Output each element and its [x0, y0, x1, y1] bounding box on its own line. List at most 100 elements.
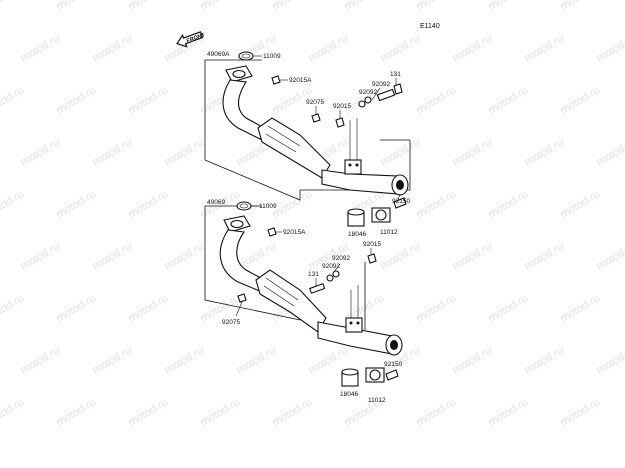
- watermark-text: motod.ru: [378, 32, 422, 64]
- watermark-text: motod.ru: [0, 292, 26, 324]
- watermark-text: motod.ru: [270, 0, 314, 13]
- watermark-text: motod.ru: [486, 84, 530, 116]
- lower-label-tube: 18046: [340, 391, 358, 398]
- upper-label-washer-b: 92092: [359, 89, 377, 96]
- upper-flange: [225, 65, 253, 83]
- lower-gasket-tail: [365, 367, 385, 383]
- watermark-text: motod.ru: [414, 84, 458, 116]
- watermark-text: motod.ru: [126, 84, 170, 116]
- watermark-text: motod.ru: [594, 136, 625, 168]
- watermark-text: motod.ru: [126, 0, 170, 13]
- watermark-text: motod.ru: [90, 344, 134, 376]
- watermark-text: motod.ru: [450, 240, 494, 272]
- lower-flange: [223, 215, 251, 233]
- watermark-text: motod.ru: [90, 136, 134, 168]
- watermark-text: motod.ru: [54, 84, 98, 116]
- watermark-text: motod.ru: [198, 396, 242, 428]
- watermark-text: motod.ru: [162, 240, 206, 272]
- watermark-text: motod.ru: [90, 32, 134, 64]
- watermark-text: motod.ru: [162, 344, 206, 376]
- upper-label-nut-center: 92015: [333, 103, 351, 110]
- watermark-text: motod.ru: [522, 32, 566, 64]
- watermark-text: motod.ru: [126, 188, 170, 220]
- watermark-text: motod.ru: [450, 344, 494, 376]
- lower-nut-center: [367, 253, 377, 264]
- watermark-layer: motod.ru motod.ru motod.ru motod.ru motod.ru…: [0, 0, 625, 429]
- watermark-text: motod.ru: [378, 136, 422, 168]
- watermark-text: motod.ru: [54, 292, 98, 324]
- watermark-text: motod.ru: [594, 240, 625, 272]
- lower-muffler: [255, 269, 403, 356]
- lower-label-nut-top: 92015A: [283, 229, 306, 236]
- lower-label-gasket-top: 11009: [259, 203, 277, 210]
- watermark-text: motod.ru: [270, 188, 314, 220]
- watermark-text: motod.ru: [342, 0, 386, 13]
- watermark-text: motod.ru: [162, 136, 206, 168]
- lower-clamp-left: [237, 293, 247, 303]
- watermark-text: motod.ru: [450, 32, 494, 64]
- upper-label-washer-a: 92092: [372, 81, 390, 88]
- watermark-text: motod.ru: [0, 0, 26, 13]
- watermark-text: motod.ru: [18, 32, 62, 64]
- watermark-text: motod.ru: [270, 396, 314, 428]
- watermark-text: motod.ru: [18, 136, 62, 168]
- upper-label-clamp-left: 92075: [306, 99, 324, 106]
- watermark-text: motod.ru: [0, 396, 26, 428]
- watermark-text: motod.ru: [522, 136, 566, 168]
- lower-bolt-icon: [309, 283, 326, 294]
- watermark-text: motod.ru: [486, 0, 530, 13]
- lower-assembly: 49069 11009 92015A 92015 92092 92092 131…: [204, 199, 403, 404]
- lower-washer-b: [332, 270, 340, 278]
- lower-label-gasket-tail: 11012: [368, 397, 386, 404]
- upper-bolt-icon: [376, 83, 403, 102]
- watermark-text: motod.ru: [54, 0, 98, 13]
- lower-label-nut-center: 92015: [363, 241, 381, 248]
- watermark-text: motod.ru: [522, 344, 566, 376]
- lower-label-washer-a: 92092: [332, 255, 350, 262]
- watermark-text: motod.ru: [558, 396, 602, 428]
- watermark-text: motod.ru: [486, 396, 530, 428]
- watermark-text: motod.ru: [594, 344, 625, 376]
- lower-label-clamp-left: 92075: [222, 319, 240, 326]
- upper-washer-b: [364, 96, 372, 104]
- watermark-text: motod.ru: [198, 0, 242, 13]
- watermark-text: motod.ru: [414, 0, 458, 13]
- watermark-text: motod.ru: [54, 396, 98, 428]
- watermark-text: motod.ru: [306, 32, 350, 64]
- upper-label-nut-top: 92015A: [289, 77, 312, 84]
- watermark-text: motod.ru: [90, 240, 134, 272]
- watermark-text: motod.ru: [414, 396, 458, 428]
- watermark-text: motod.ru: [54, 188, 98, 220]
- watermark-text: motod.ru: [126, 396, 170, 428]
- upper-label-gasket-tail: 11012: [380, 229, 398, 236]
- lower-label-screw: 92150: [384, 361, 402, 368]
- watermark-text: motod.ru: [486, 292, 530, 324]
- upper-label-bolt: 131: [390, 71, 401, 78]
- watermark-text: motod.ru: [378, 240, 422, 272]
- upper-tube: [347, 208, 365, 227]
- lower-label-washer-b: 92092: [322, 263, 340, 270]
- watermark-text: motod.ru: [558, 84, 602, 116]
- upper-label-pipe: 49069A: [207, 51, 230, 58]
- lower-nut-top: [267, 227, 277, 237]
- upper-gasket-top: [238, 51, 254, 61]
- upper-gasket-tail: [371, 207, 391, 223]
- watermark-text: motod.ru: [558, 292, 602, 324]
- watermark-text: motod.ru: [594, 32, 625, 64]
- upper-label-gasket-top: 11009: [263, 53, 281, 60]
- watermark-text: motod.ru: [18, 344, 62, 376]
- watermark-text: motod.ru: [522, 240, 566, 272]
- upper-screw: [393, 197, 407, 209]
- upper-label-tube: 18046: [348, 231, 366, 238]
- upper-muffler: [257, 117, 409, 196]
- lower-gasket-top: [236, 201, 252, 211]
- lower-label-pipe: 49069: [207, 199, 225, 206]
- watermark-text: motod.ru: [558, 188, 602, 220]
- watermark-text: motod.ru: [234, 344, 278, 376]
- watermark-text: motod.ru: [126, 292, 170, 324]
- diagram-code: E1140: [420, 23, 440, 30]
- watermark-text: motod.ru: [414, 188, 458, 220]
- watermark-text: motod.ru: [486, 188, 530, 220]
